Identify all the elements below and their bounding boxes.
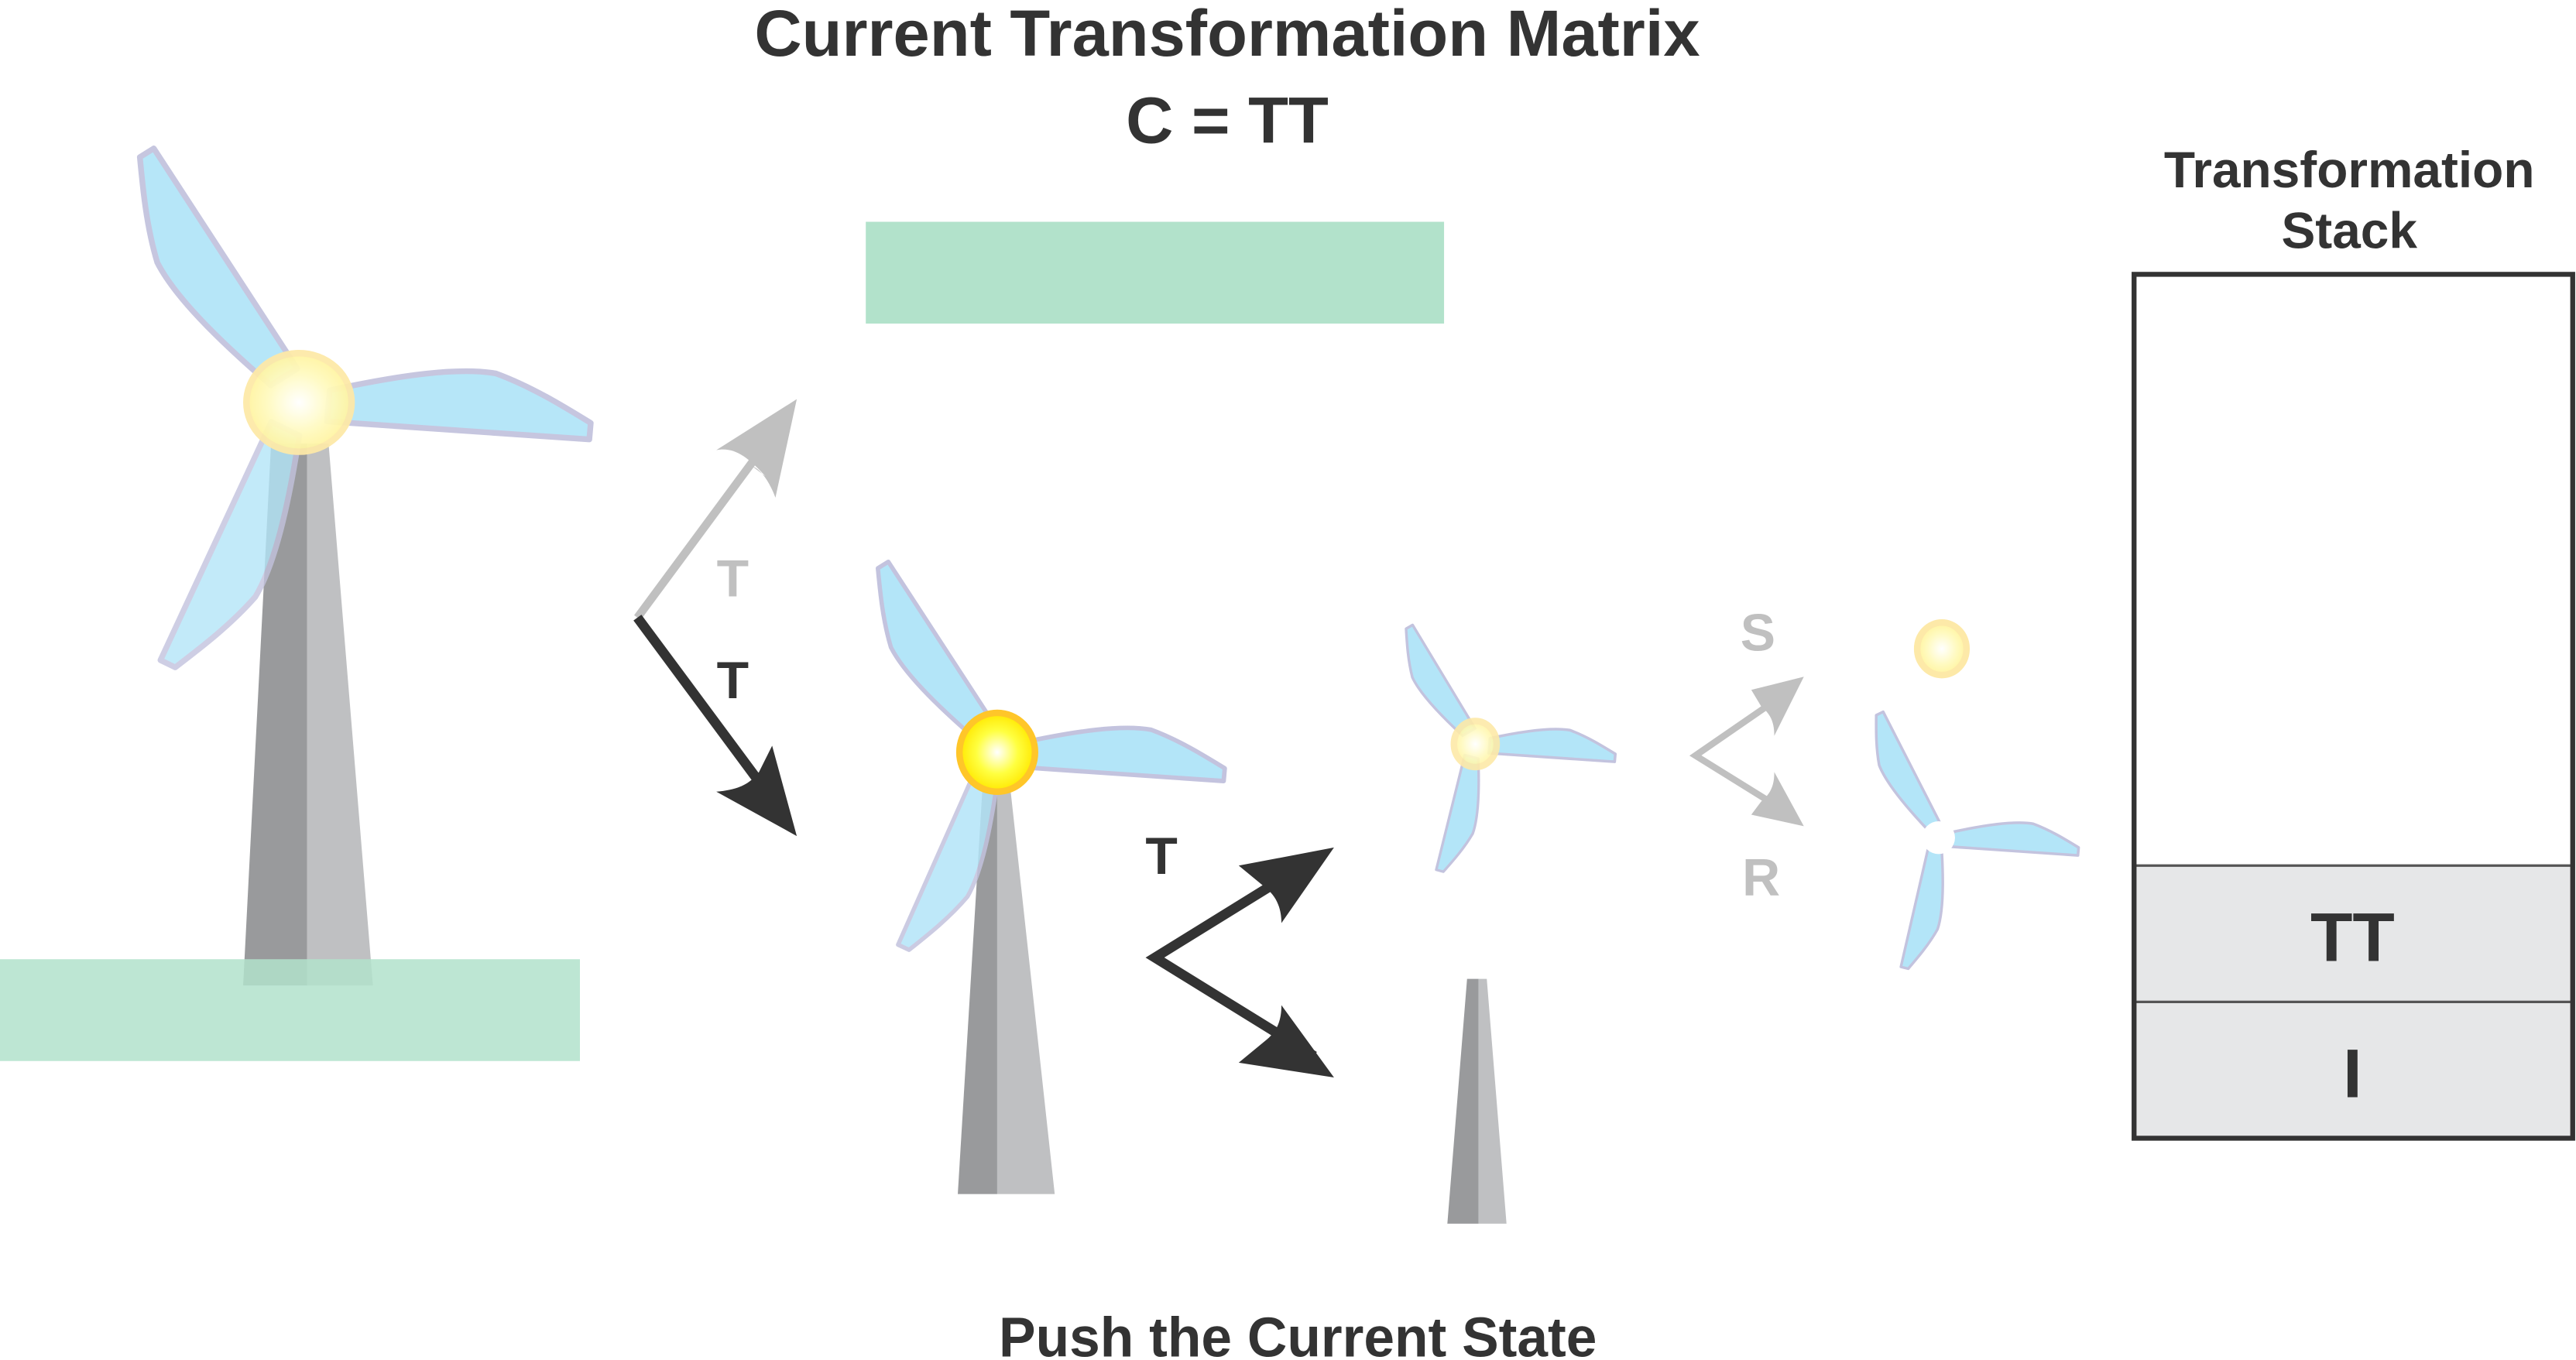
stack-title-line1: Transformation [2164,141,2535,198]
translate-arrows-1: T T [633,399,797,837]
hub-separate [1913,618,1971,679]
caption: Push the Current State [999,1307,1597,1360]
ground [0,959,580,1061]
turbine-large [0,146,595,1061]
tower-dark-half [243,443,307,986]
arrowhead-dark [716,745,797,837]
rotor [105,146,595,685]
stack-frame [2132,272,2575,1141]
hub-active [955,709,1038,796]
label-t-dark: T [717,652,749,710]
stack-title-line2: Stack [2281,201,2417,259]
label-s: S [1741,604,1775,662]
hub [243,350,355,455]
stack-entry-i: I [2343,1034,2362,1112]
label-t-light: T [717,550,749,608]
target-ground [866,221,1445,324]
title-line2: C = TT [1126,84,1329,157]
rotor [852,560,1228,963]
label-t-second: T [1145,827,1177,886]
rotor [1387,622,1619,879]
hub [1450,718,1501,771]
tower-light-half [307,443,373,986]
scale-rotate-arrows: S R [1689,604,1804,906]
label-r: R [1742,848,1780,906]
turbine-rotor-only [1857,618,2082,975]
turbine-translated [1387,622,1619,1224]
title-line1: Current Transformation Matrix [754,0,1700,70]
stack-entry-tt: TT [2310,898,2395,975]
transformation-stack: Transformation Stack TT I [2132,141,2575,1141]
translate-arrows-2: T [1145,827,1334,1077]
rotor [1857,709,2082,975]
arrowhead-light [716,399,797,498]
turbine-middle [852,560,1228,1194]
